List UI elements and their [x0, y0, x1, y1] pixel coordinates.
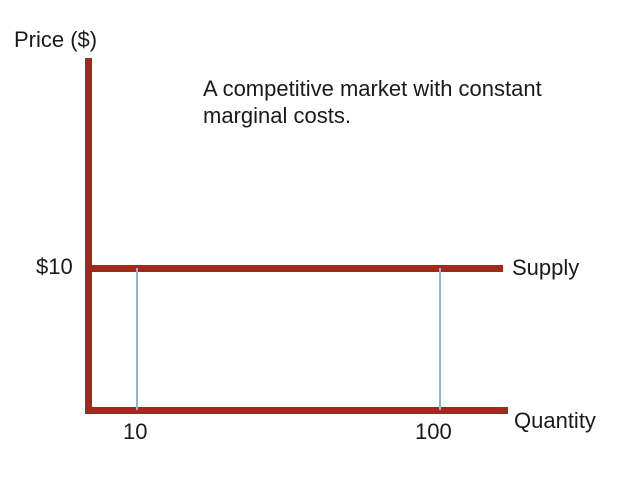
x-axis-line	[85, 407, 508, 414]
dropline-quantity-10	[136, 268, 138, 410]
y-axis-tick-label-price: $10	[36, 254, 73, 279]
chart-annotation: A competitive market with constant margi…	[203, 76, 542, 128]
y-axis-line	[85, 58, 92, 414]
x-axis-tick-label-10: 10	[123, 419, 148, 444]
x-axis-label: Quantity	[514, 408, 596, 433]
supply-curve-label: Supply	[512, 255, 580, 280]
y-axis-label: Price ($)	[14, 27, 98, 52]
supply-curve	[85, 265, 503, 272]
x-axis-tick-label-100: 100	[415, 419, 452, 444]
dropline-quantity-100	[439, 268, 441, 410]
